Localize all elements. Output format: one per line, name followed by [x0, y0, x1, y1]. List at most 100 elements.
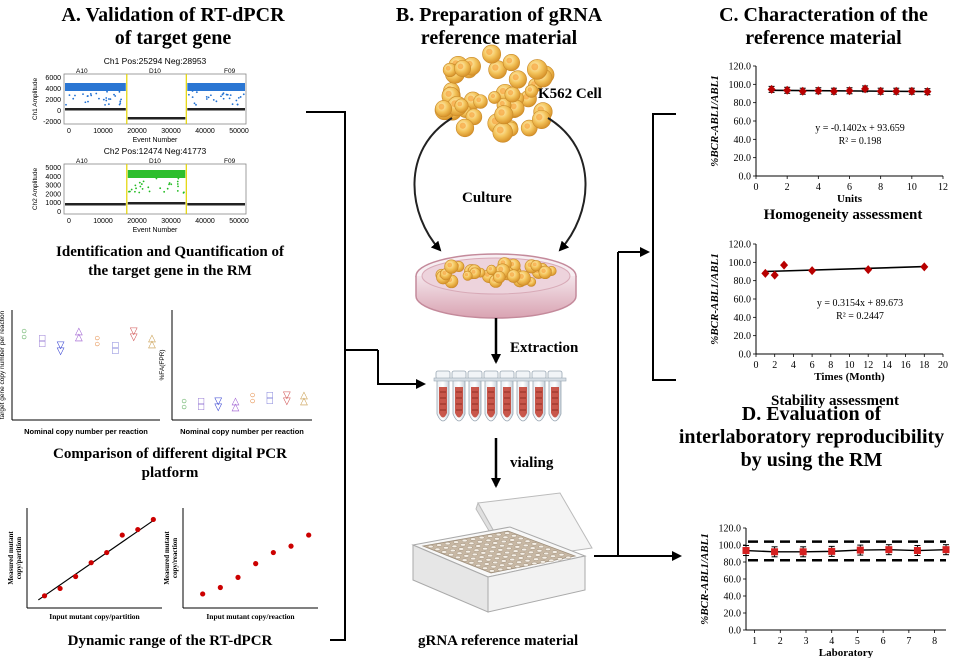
y-tick-label: 80.0	[724, 558, 742, 569]
cell	[506, 269, 521, 283]
vial-slot	[509, 538, 516, 542]
vial-slot	[499, 544, 505, 548]
droplet-point	[104, 103, 106, 106]
panel-b-title: B. Preparation of gRNA reference materia…	[356, 4, 642, 50]
cell	[494, 105, 514, 125]
x-tick-label: 30000	[161, 128, 181, 135]
x-axis-label: Input mutant copy/partition	[49, 612, 140, 621]
vial-slot	[565, 555, 572, 559]
vial-slot	[506, 566, 512, 570]
y-axis-label-1: Measured mutant	[7, 531, 15, 585]
vial-slot	[507, 542, 514, 546]
droplet-point	[84, 101, 87, 104]
tube-sample	[551, 387, 559, 418]
panel-c-title-line2: reference material	[745, 27, 902, 49]
cell-nucleus	[498, 109, 505, 116]
droplet-point	[140, 183, 143, 185]
y-tick-label: 0.0	[729, 626, 742, 637]
y-axis-label-2: copy/partition	[15, 537, 23, 579]
negative-droplets	[127, 117, 186, 120]
y-tick-label: 20.0	[734, 331, 752, 342]
droplet-point	[135, 187, 137, 190]
stability-caption: Stability assessment	[771, 393, 899, 409]
data-point	[913, 547, 921, 555]
quant-marker: △	[232, 402, 240, 413]
cell	[486, 264, 497, 276]
droplet-point	[193, 102, 196, 105]
quant-marker: ▽	[130, 326, 138, 337]
quant-marker: △	[148, 333, 156, 344]
vial-slot	[557, 557, 563, 561]
comparison-heading-line2: platform	[141, 465, 199, 481]
vial-slot	[517, 537, 524, 541]
vial-slot	[441, 550, 448, 554]
vial-slot	[460, 543, 466, 547]
vial-slot	[534, 553, 541, 557]
y-tick-label: 40.0	[724, 592, 742, 603]
cell-nucleus	[442, 270, 447, 275]
data-point	[942, 546, 950, 554]
droplet-point	[195, 91, 198, 94]
data-point	[829, 86, 838, 96]
fit-line	[37, 518, 156, 601]
vial-slot	[472, 552, 478, 556]
x-tick-label: 4	[816, 182, 821, 193]
vial-slot	[495, 552, 502, 556]
quant-plot-right: Nominal copy number per reaction%FA(FPR)…	[159, 310, 312, 436]
panel-c-title-line1: C. Characteration of the	[719, 4, 928, 26]
droplet-point	[86, 95, 89, 98]
curved-arrow-left	[413, 117, 453, 252]
droplet-point	[138, 191, 141, 194]
cell-nucleus	[486, 48, 493, 55]
droplet-point	[134, 184, 137, 187]
negative-droplets	[65, 108, 126, 111]
x-tick-label: 30000	[161, 218, 181, 225]
data-point	[150, 516, 156, 523]
vial-slot	[524, 539, 531, 543]
negative-droplets	[187, 108, 245, 111]
x-tick-label: 12	[938, 182, 948, 193]
vial-slot	[536, 549, 543, 553]
vial-slot	[427, 545, 434, 549]
y-tick-label: 60.0	[724, 575, 742, 586]
quant-marker: ▽	[57, 346, 65, 357]
vial-slot	[504, 531, 510, 535]
droplet-point	[195, 103, 197, 106]
y-tick-label: 60.0	[734, 295, 752, 306]
arrow-to-tubes	[377, 350, 426, 389]
vial-slot	[516, 541, 522, 545]
cell	[508, 70, 527, 89]
droplet-point	[119, 100, 122, 103]
droplet-point	[159, 187, 162, 190]
vial-slot	[511, 534, 517, 538]
quant-marker: □	[198, 396, 204, 407]
material-label: gRNA reference material	[418, 633, 579, 649]
vial-slot	[533, 557, 539, 561]
droplet-point	[242, 93, 245, 96]
x-tick-label: 1	[752, 636, 757, 647]
y-tick-label: 20.0	[734, 153, 752, 164]
vial-slot	[502, 555, 509, 559]
data-point	[73, 573, 79, 580]
droplet-point	[170, 183, 173, 186]
y-tick-label: 0	[57, 209, 61, 216]
vial-slot	[483, 562, 490, 566]
droplet-point	[105, 97, 108, 99]
x-axis-label: Nominal copy number per reaction	[24, 427, 148, 436]
vial-slot	[538, 545, 544, 549]
x-axis-label: Units	[837, 193, 863, 205]
cell	[502, 53, 520, 72]
well-label: F09	[224, 158, 236, 165]
panel-b-title-line2: reference material	[420, 27, 578, 49]
trend-equation: y = 0.3154x + 89.673	[817, 298, 903, 309]
cell-nucleus	[499, 87, 507, 95]
droplet-point	[168, 183, 170, 186]
y-tick-label: 100.0	[729, 258, 752, 269]
cell-nucleus	[499, 101, 505, 107]
positive-droplets	[187, 83, 245, 91]
cell-nucleus	[512, 74, 519, 81]
quant-marker: ▽	[214, 396, 222, 407]
vial-slot	[458, 547, 465, 551]
bracket-panel-c	[652, 113, 676, 381]
